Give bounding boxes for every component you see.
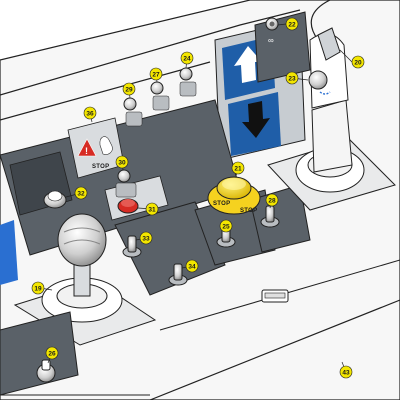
callout-23: 23 (285, 71, 299, 85)
callout-24: 24 (180, 51, 194, 65)
emergency-stop-label-left: STOP (213, 201, 230, 207)
callout-28: 28 (265, 193, 279, 207)
callout-31: 31 (145, 202, 159, 216)
switch-26[interactable] (0, 311, 79, 396)
callout-30: 30 (115, 155, 129, 169)
right-joystick[interactable] (267, 27, 396, 211)
lower-center-panel (114, 184, 311, 296)
callout-43: 43 (339, 365, 353, 379)
svg-text:34: 34 (188, 263, 196, 270)
callout-27: 27 (149, 67, 163, 81)
toggle-switches (115, 67, 197, 198)
callout-20: 20 (351, 55, 365, 69)
callout-21: 21 (231, 161, 245, 175)
left-joystick[interactable] (13, 213, 157, 346)
svg-text:30: 30 (118, 159, 126, 166)
svg-text:33: 33 (142, 235, 150, 242)
indicator-strip: ∞ (254, 11, 311, 83)
callout-34: 34 (185, 259, 199, 273)
callout-19: 19 (31, 281, 45, 295)
toggle-30[interactable] (115, 169, 137, 198)
callout-26: 26 (45, 346, 59, 360)
svg-text:22: 22 (288, 21, 296, 28)
svg-text:26: 26 (48, 350, 56, 357)
callout-36: 36 (83, 106, 97, 120)
stop-warning-icon: ! STOP (77, 136, 113, 170)
svg-text:24: 24 (183, 55, 191, 62)
svg-text:20: 20 (354, 59, 362, 66)
svg-text:29: 29 (125, 86, 133, 93)
blue-decal (0, 220, 18, 285)
svg-text:31: 31 (148, 206, 156, 213)
lever-34[interactable] (168, 263, 188, 286)
emergency-stop-label-right: STOP (240, 208, 257, 214)
hand-icon (99, 136, 113, 155)
forward-arrow-icon (234, 46, 262, 83)
lever-33[interactable] (122, 235, 142, 258)
svg-text:27: 27 (152, 71, 160, 78)
lever-28[interactable] (260, 205, 280, 228)
callout-29: 29 (122, 82, 136, 96)
svg-text:23: 23 (288, 75, 296, 82)
emergency-stop-button[interactable]: STOP STOP (207, 176, 261, 215)
svg-text:!: ! (85, 146, 88, 156)
toggle-24[interactable] (179, 67, 197, 97)
svg-text:36: 36 (86, 110, 94, 117)
panel-stop-label: STOP (92, 164, 109, 170)
svg-text:28: 28 (268, 197, 276, 204)
track-icon: ∞ (268, 36, 274, 45)
toggle-29[interactable] (123, 97, 143, 127)
key-switch-31[interactable] (117, 198, 139, 214)
svg-text:25: 25 (222, 223, 230, 230)
svg-text:32: 32 (77, 190, 85, 197)
panel-handle (261, 289, 289, 303)
callout-33: 33 (139, 231, 153, 245)
callout-25: 25 (219, 219, 233, 233)
toggle-27[interactable] (150, 81, 170, 111)
callout-22: 22 (285, 17, 299, 31)
svg-text:21: 21 (234, 165, 242, 172)
rotary-switch-32[interactable] (43, 190, 67, 209)
svg-text:43: 43 (342, 369, 350, 376)
svg-text:19: 19 (34, 285, 42, 292)
callout-32: 32 (74, 186, 88, 200)
reverse-arrow-icon (242, 101, 270, 138)
